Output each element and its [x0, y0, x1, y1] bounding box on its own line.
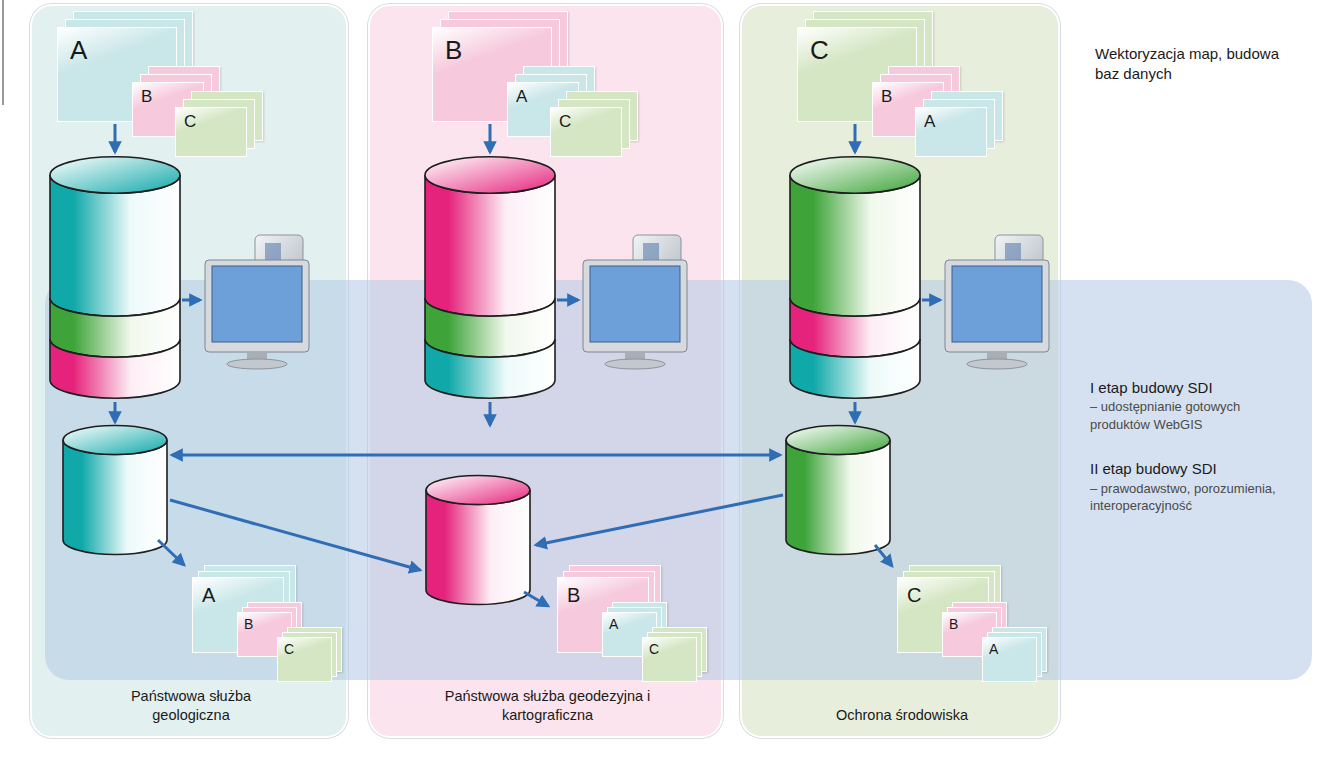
text-area: B	[558, 578, 589, 612]
frame-line	[2, 0, 3, 105]
map-letter: B	[881, 88, 892, 107]
map-letter: C	[559, 113, 571, 132]
text-area: C	[176, 108, 204, 137]
map-sheet: C	[550, 107, 622, 157]
map-letter: A	[609, 617, 618, 632]
flow-arrow	[158, 540, 184, 565]
map-letter: A	[202, 584, 215, 606]
computer-monitor	[583, 235, 687, 369]
flow-arrow	[524, 592, 548, 606]
stage-heading: I etap budowy SDI	[1090, 378, 1302, 398]
map-sheet: C	[277, 637, 332, 682]
text-area: B	[943, 613, 964, 636]
map-letter: C	[649, 642, 659, 657]
flow-arrow	[172, 454, 780, 457]
flow-arrow	[922, 299, 940, 302]
flow-arrow	[536, 495, 783, 545]
flow-arrow	[489, 124, 492, 152]
map-sheet: A	[915, 107, 987, 157]
database-cylinder	[790, 157, 920, 398]
map-letter: A	[516, 88, 527, 107]
flow-arrow	[854, 124, 857, 152]
computer-monitor	[945, 235, 1049, 369]
panel-title: Państwowa służba geodezyjna i kartografi…	[438, 687, 658, 726]
database-cylinder	[425, 157, 555, 398]
text-area: B	[873, 83, 900, 112]
map-letter: C	[284, 642, 294, 657]
text-area: A	[58, 28, 99, 73]
step-label: Wektoryzacja map, budowa baz danych	[1095, 44, 1295, 85]
text-area: C	[278, 638, 300, 661]
panel-title: Ochrona środowiska	[772, 706, 1032, 726]
flow-arrow	[114, 124, 117, 152]
flow-arrow	[875, 545, 892, 566]
map-letter: B	[949, 617, 958, 632]
database-cylinder	[786, 425, 890, 554]
text-area: B	[238, 613, 259, 636]
text-area: B	[133, 83, 160, 112]
map-letter: C	[907, 584, 921, 606]
text-area: C	[551, 108, 579, 137]
text-area: A	[983, 638, 1004, 661]
map-letter: B	[567, 584, 580, 606]
flow-arrow	[114, 402, 117, 422]
stage-description: – prawodawstwo, porozumienia, interopera…	[1090, 480, 1302, 515]
map-letter: C	[184, 113, 196, 132]
map-sheet: C	[642, 637, 697, 682]
map-letter: B	[141, 88, 152, 107]
text-area: Ochrona środowiska	[772, 706, 1032, 726]
database-cylinder	[63, 425, 167, 554]
flow-arrow	[854, 402, 857, 422]
stage-description: – udostępnianie gotowych produktów WebGI…	[1090, 398, 1302, 433]
map-letter: C	[810, 36, 829, 65]
text-area: C	[798, 28, 841, 73]
map-sheet: A	[982, 637, 1037, 682]
flow-arrow	[489, 402, 492, 425]
computer-monitor	[205, 235, 309, 369]
text-area: I etap budowy SDI– udostępnianie gotowyc…	[1090, 378, 1302, 515]
text-area: B	[433, 28, 474, 73]
text-area: A	[193, 578, 224, 612]
map-letter: B	[244, 617, 253, 632]
text-area: Państwowa służba geodezyjna i kartografi…	[438, 687, 658, 726]
text-area: Państwowa służba geologiczna	[101, 687, 281, 726]
map-letter: A	[989, 642, 998, 657]
text-area: C	[643, 638, 665, 661]
database-cylinder	[426, 475, 530, 604]
map-letter: B	[445, 36, 462, 65]
map-letter: A	[924, 113, 935, 132]
flow-arrow	[557, 299, 578, 302]
text-area: A	[508, 83, 535, 112]
database-cylinder	[50, 157, 180, 398]
map-sheet: C	[175, 107, 247, 157]
flow-arrow	[170, 500, 420, 570]
text-area: A	[603, 613, 624, 636]
map-letter: A	[70, 36, 87, 65]
text-area: C	[898, 578, 930, 612]
text-area: A	[916, 108, 943, 137]
flow-arrow	[182, 299, 200, 302]
panel-title: Państwowa służba geologiczna	[101, 687, 281, 726]
stage-heading: II etap budowy SDI	[1090, 459, 1302, 479]
